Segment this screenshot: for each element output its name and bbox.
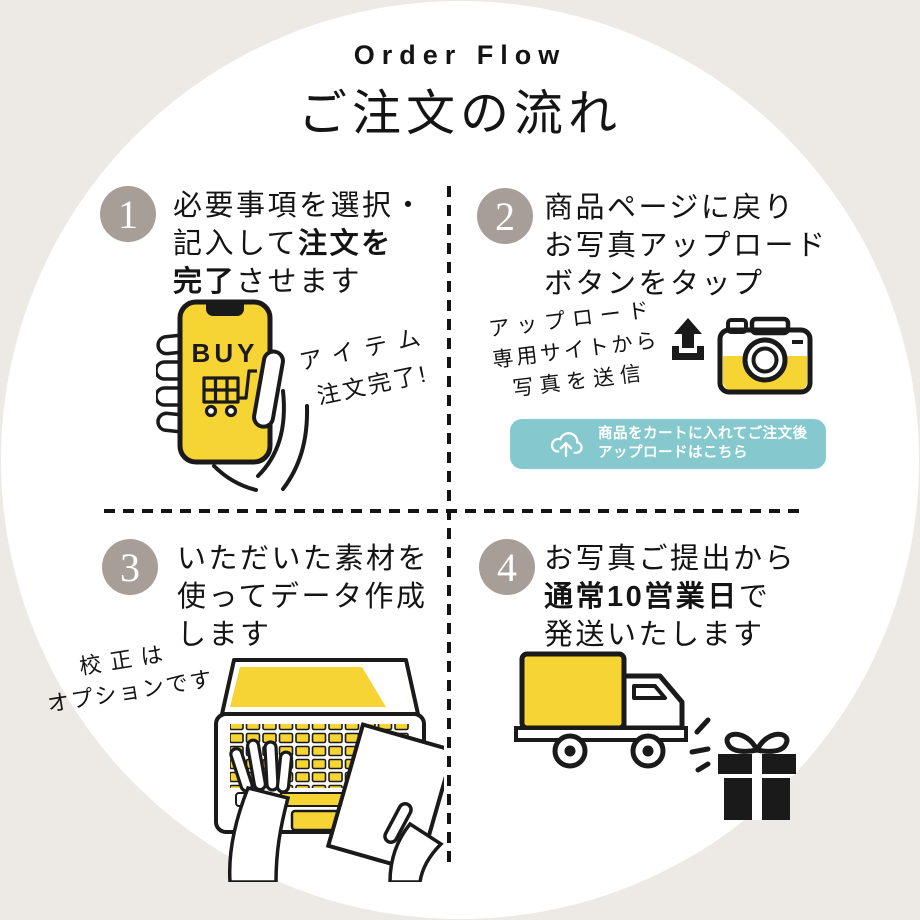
- step-2-line-2: お写真アップロード: [544, 230, 828, 262]
- upload-camera-illustration: [672, 316, 813, 395]
- delivery-truck-icon: [514, 651, 688, 769]
- page-title: ご注文の流れ: [297, 86, 622, 141]
- step-3-line-3: します: [177, 619, 272, 651]
- step-4-line-3: 発送いたします: [544, 619, 765, 651]
- gift-box-icon: [718, 731, 796, 820]
- step-2-line-1: 商品ページに戻り: [544, 192, 796, 224]
- step-2-line-3: ボタンをタップ: [544, 268, 765, 300]
- step-4-text: お写真ご提出から 通常10営業日で 発送いたします: [544, 540, 796, 654]
- laptop-screen: [220, 658, 420, 716]
- step-3-line-2: 使ってデータ作成: [177, 581, 428, 613]
- camera-icon: [717, 316, 813, 395]
- step-4-line-1: お写真ご提出から: [544, 543, 797, 575]
- step-3-number-badge: 3: [102, 539, 158, 595]
- step-3-text: いただいた素材を 使ってデータ作成 します: [177, 540, 429, 654]
- laptop-typing-illustration: [214, 658, 444, 882]
- spark-lines: [689, 717, 711, 773]
- step-1-line-3: 完了させます: [173, 266, 363, 298]
- step-1-text: 必要事項を選択・ 記入して注文を 完了させます: [173, 187, 425, 301]
- step-3-line-1: いただいた素材を: [177, 543, 430, 575]
- phone-notch: [206, 304, 244, 316]
- thumb: [252, 349, 285, 429]
- horizontal-divider: [104, 509, 801, 513]
- step-1-line-2: 記入して注文を: [173, 228, 393, 260]
- step-2-text: 商品ページに戻り お写真アップロード ボタンをタップ: [544, 189, 828, 303]
- buy-label: BUY: [192, 338, 259, 368]
- step-4-number-badge: 4: [479, 539, 535, 595]
- shipping-illustration: [514, 651, 796, 820]
- title-english: Order Flow: [353, 40, 567, 70]
- upload-here-button[interactable]: 商品をカートに入れてご注文後 アップロードはこちら: [510, 419, 826, 469]
- step-1-number-badge: 1: [100, 186, 156, 242]
- phone-in-hand-illustration: BUY: [156, 299, 310, 492]
- step-2-number-badge: 2: [477, 188, 533, 244]
- left-hand: [227, 738, 294, 882]
- vertical-divider: [447, 186, 451, 865]
- upload-arrow-icon: [672, 318, 704, 360]
- step-1-line-1: 必要事項を選択・: [173, 190, 426, 222]
- step-4-line-2: 通常10営業日で: [544, 581, 771, 613]
- phone-body: [177, 299, 273, 465]
- cloud-upload-icon: [550, 432, 583, 458]
- upload-button-label: 商品をカートに入れてご注文後 アップロードはこちら: [598, 426, 808, 461]
- cart-icon: [202, 369, 257, 418]
- right-hand: [383, 802, 444, 882]
